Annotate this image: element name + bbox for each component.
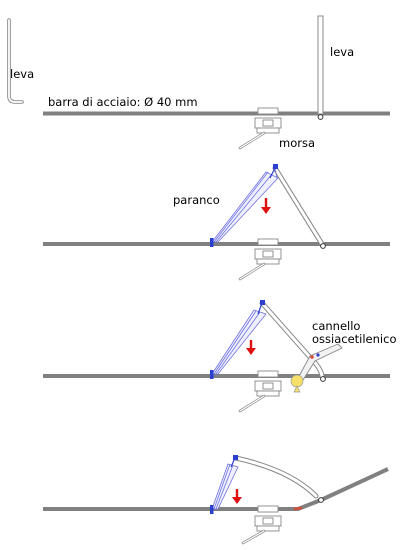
torch-label-line2: ossiacetilenico — [312, 332, 396, 346]
hook-bottom — [210, 505, 214, 514]
panel-2: paranco — [43, 164, 390, 281]
hook-top — [233, 455, 238, 460]
bent-steel-bar — [43, 467, 389, 511]
heated-zone — [293, 506, 303, 511]
tilted-lever — [233, 455, 324, 503]
hook-bottom — [210, 238, 214, 247]
steel-bar — [43, 111, 390, 116]
hoist-icon — [211, 302, 267, 375]
vise-icon — [238, 107, 282, 150]
vise-icon — [238, 370, 282, 413]
torch-label-line1: cannello — [312, 319, 360, 333]
tilted-lever — [259, 300, 326, 382]
force-arrow-icon — [261, 198, 271, 214]
hoist-label: paranco — [173, 193, 220, 207]
vise-label: morsa — [279, 136, 315, 150]
hook-top — [273, 164, 278, 169]
hoist-icon — [211, 167, 279, 243]
hoist-icon — [211, 457, 239, 510]
upright-lever-label: leva — [330, 45, 354, 59]
lever-small-label: leva — [10, 67, 34, 81]
vise-icon — [241, 505, 282, 545]
vise-icon — [238, 238, 282, 281]
panel-4 — [43, 455, 389, 545]
tilted-lever — [272, 165, 326, 249]
force-arrow-icon — [232, 489, 242, 504]
steel-bar — [43, 242, 390, 246]
bar-label: barra di acciaio: Ø 40 mm — [48, 95, 198, 109]
panel-3: cannello ossiacetilenico — [43, 300, 396, 413]
hook-top — [260, 300, 265, 305]
torch-icon — [290, 343, 343, 393]
upright-lever — [317, 15, 324, 120]
force-arrow-icon — [246, 340, 256, 355]
allen-key-icon — [7, 18, 24, 104]
hook-bottom — [210, 370, 214, 379]
panel-1: leva barra di acciaio: Ø 40 mm leva mors… — [7, 15, 390, 150]
steel-bar — [43, 374, 390, 378]
